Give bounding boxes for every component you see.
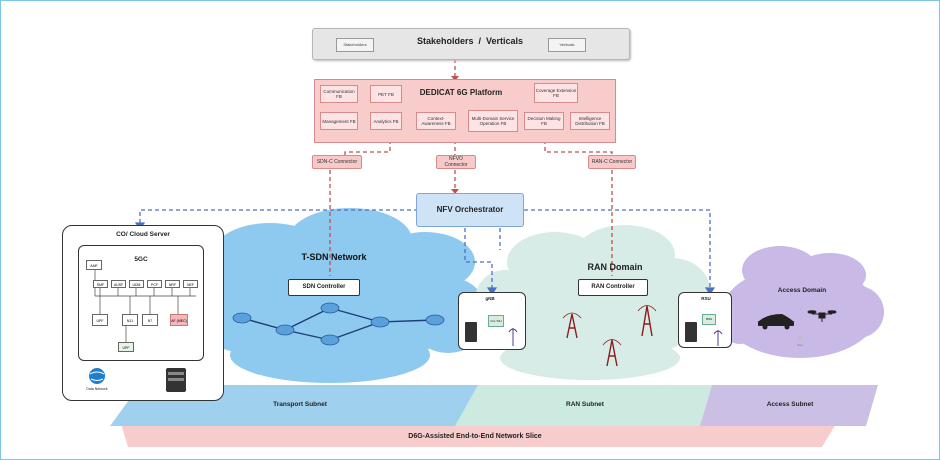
router-icon — [320, 302, 340, 314]
rsu-chip: RSU — [702, 314, 716, 325]
access-plane — [700, 385, 878, 426]
link-orch-rsu — [524, 209, 711, 290]
arrowhead-gnb — [486, 287, 498, 296]
server-icon — [465, 322, 477, 342]
ran-controller-label: RAN Controller — [591, 284, 635, 290]
drone-icon — [807, 310, 837, 322]
access-user-label: User — [796, 343, 804, 347]
ranc-connector: RAN-C Connector — [588, 155, 636, 169]
platform-block: Decision Making FB — [524, 112, 564, 130]
globe-icon — [89, 368, 105, 384]
core-cell: AF (MEC) — [170, 314, 188, 326]
core-cell: N7 — [142, 314, 158, 326]
link-platform-sdnc — [344, 140, 391, 156]
server-icon — [166, 368, 186, 392]
cell-tower-icon — [602, 339, 622, 367]
core-cell: AMF — [86, 260, 102, 270]
core-cell: UPF — [118, 342, 134, 352]
router-icon — [370, 316, 390, 328]
stakeholders-right-tag: Verticals — [548, 38, 586, 52]
router-icon — [425, 314, 445, 326]
platform-title: DEDICAT 6G Platform — [419, 88, 503, 97]
antenna-icon — [713, 330, 723, 346]
link-orch-gnb-a — [464, 228, 493, 290]
link-platform-ranc — [544, 140, 613, 156]
core-cell: UPF — [92, 314, 108, 326]
nfvo-connector: NFVO Connector — [436, 155, 476, 169]
platform-block: Communication FB — [320, 85, 358, 103]
tsdn-title: T-SDN Network — [301, 252, 367, 262]
slice-label: D6G-Assisted End-to-End Network Slice — [408, 433, 542, 440]
router-icon — [232, 312, 252, 324]
sdn-controller-label: SDN Controller — [302, 284, 346, 290]
car-icon — [758, 314, 794, 330]
platform-block: Management FB — [320, 112, 358, 130]
user-icon — [798, 336, 802, 340]
nfv-orchestrator-label: NFV Orchestrator — [436, 205, 504, 214]
core-cell: N11 — [122, 314, 138, 326]
server-icon — [685, 322, 697, 342]
ran-title: RAN Domain — [587, 262, 643, 272]
rsu-label: RSU — [701, 296, 711, 301]
core-cell: NRF — [165, 280, 180, 288]
nfv-orchestrator — [416, 193, 524, 227]
ran-controller — [578, 279, 648, 296]
arrowhead-orchestrator — [451, 189, 459, 194]
arrowhead-rsu — [704, 287, 716, 296]
access-cloud — [718, 246, 884, 358]
platform-block: Intelligence Distribution FB — [570, 112, 610, 130]
gnb-label: gNB — [485, 296, 495, 301]
data-network-label: Data Network — [86, 387, 108, 391]
router-icon — [320, 334, 340, 346]
cell-tower-icon — [637, 305, 657, 337]
cell-tower-icon — [562, 312, 582, 339]
platform-block: Coverage Extension FB — [534, 83, 578, 103]
core-cell: PCF — [147, 280, 162, 288]
ran-subnet-label: RAN Subnet — [566, 401, 604, 408]
arrowhead-platform — [451, 76, 459, 81]
core-5gc-label: 5GC — [134, 256, 148, 263]
platform-block: Context-Awareness FB — [416, 112, 456, 130]
sdn-controller — [288, 279, 360, 296]
core-cell: NEF — [183, 280, 198, 288]
gnb-chip: CU / DU — [488, 315, 504, 327]
cloud-server-title: CO/ Cloud Server — [116, 231, 170, 238]
access-subnet-label: Access Subnet — [766, 401, 814, 408]
ran-plane — [455, 385, 712, 426]
transport-subnet-label: Transport Subnet — [273, 401, 327, 408]
stakeholders-left-tag: Stakeholders — [336, 38, 374, 52]
access-title: Access Domain — [777, 287, 827, 294]
platform-block: Multi-Domain Service Operation FB — [468, 110, 518, 132]
core-cell: UDM — [129, 280, 144, 288]
platform-block: PET FB — [370, 85, 402, 103]
antenna-icon — [508, 328, 518, 346]
platform-block: Analytics FB — [370, 112, 402, 130]
link-orch-cloud — [139, 209, 418, 225]
core-cell: SMF — [93, 280, 108, 288]
sdnc-connector: SDN-C Connector — [312, 155, 362, 169]
router-icon — [275, 324, 295, 336]
core-cell: AUSF — [111, 280, 126, 288]
stakeholders-title: Stakeholders / Verticals — [416, 36, 524, 46]
